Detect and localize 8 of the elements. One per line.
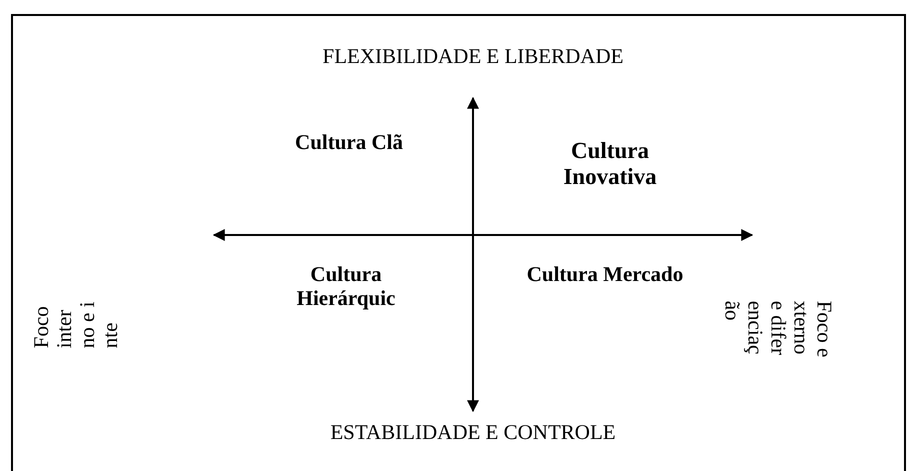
axis-label: ESTABILIDADE E CONTROLE xyxy=(329,420,617,444)
axis-label: FLEXIBILIDADE E LIBERDADE xyxy=(322,44,624,68)
quadrant-label: Cultura Mercado xyxy=(526,262,684,286)
quadrant-label: Cultura Hierárquic xyxy=(296,262,396,310)
quadrant-label: Cultura Clã xyxy=(294,130,404,154)
quadrant-label: Cultura Inovativa xyxy=(562,138,658,191)
axis-label: Foco interno e inte xyxy=(30,300,122,348)
axis-label: Foco externo e diferenciação xyxy=(720,300,836,360)
